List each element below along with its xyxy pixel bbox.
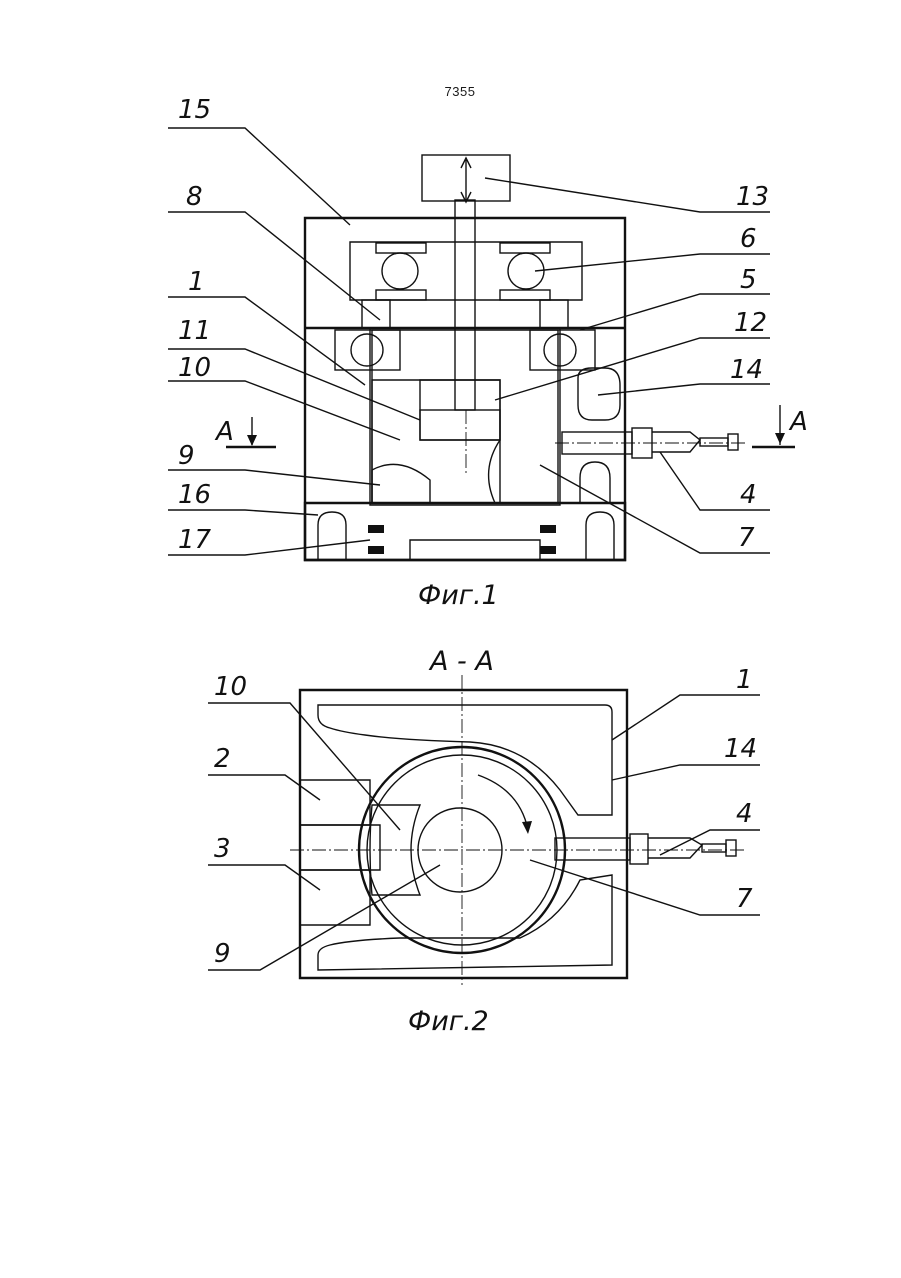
label-8: 8 [186, 182, 203, 212]
fig2-label-10: 10 [214, 672, 247, 702]
figure-2-caption: Фиг.2 [408, 1006, 489, 1037]
label-7: 7 [738, 523, 755, 553]
label-13: 13 [736, 182, 769, 212]
figure-1-caption: Фиг.1 [418, 580, 499, 611]
label-6: 6 [740, 224, 757, 254]
page-number: 7355 [430, 84, 490, 99]
fig2-label-1: 1 [736, 665, 753, 695]
label-1: 1 [188, 267, 205, 297]
label-4: 4 [740, 480, 757, 510]
fig2-label-9: 9 [214, 939, 231, 969]
label-12: 12 [734, 308, 767, 338]
fig2-label-7: 7 [736, 884, 753, 914]
section-mark-left: A [214, 417, 234, 447]
fig2-label-4: 4 [736, 799, 753, 829]
label-9: 9 [178, 441, 195, 471]
label-16: 16 [178, 480, 211, 510]
figure-1-drawing: 15 8 1 11 10 9 16 17 13 6 5 12 14 4 7 A … [168, 95, 808, 611]
label-11: 11 [178, 316, 211, 346]
fig2-label-14: 14 [724, 734, 757, 764]
figure-2-drawing: A - A [208, 646, 760, 1037]
label-17: 17 [178, 525, 212, 555]
label-14: 14 [730, 355, 763, 385]
section-title: A - A [428, 646, 494, 677]
label-15: 15 [178, 95, 211, 125]
label-10: 10 [178, 353, 211, 383]
fig2-label-3: 3 [214, 834, 231, 864]
section-mark-right: A [788, 407, 808, 437]
label-5: 5 [740, 265, 757, 295]
fig2-label-2: 2 [214, 744, 231, 774]
